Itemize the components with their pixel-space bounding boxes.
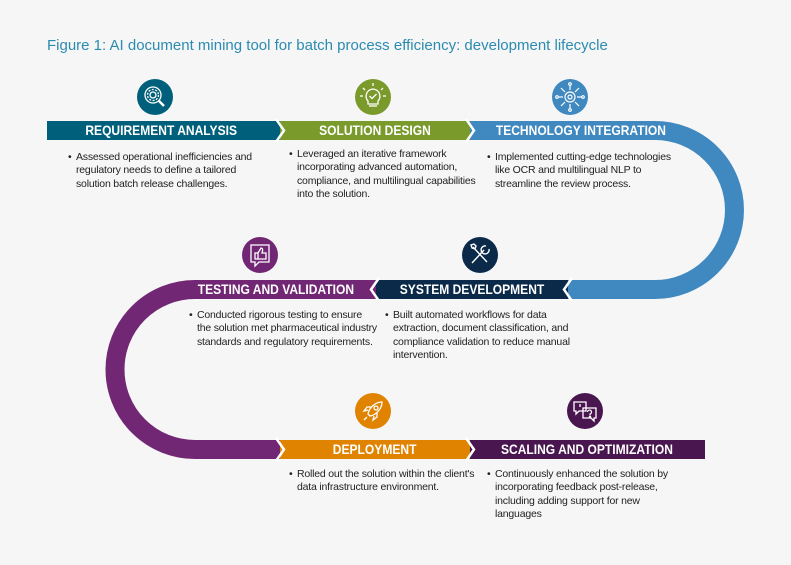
step-description: •Rolled out the solution within the clie… [289,468,475,494]
chevron-separator [369,277,381,302]
gear-search-icon [137,79,173,115]
step-header-technology-integration: TECHNOLOGY INTEGRATION [495,122,667,138]
chevron-separator [274,437,286,462]
step-header-solution-design: SOLUTION DESIGN [319,122,431,138]
segment-requirement [47,121,281,140]
chat-question-icon [567,393,603,429]
rocket-icon [355,393,391,429]
track-arc-right [654,121,744,299]
step-header-testing-validation: TESTING AND VALIDATION [197,281,355,297]
thumbs-up-icon [242,237,278,273]
step-header-system-development: SYSTEM DEVELOPMENT [399,281,545,297]
chevron-separator [464,118,476,143]
segment-scaling [470,440,705,459]
segment-testing [194,280,376,299]
segment-system [375,280,568,299]
segment-purple-return [194,440,281,459]
step-description: •Leveraged an iterative framework incorp… [289,148,476,201]
step-header-scaling-optimization: SCALING AND OPTIMIZATION [501,441,673,457]
step-description: •Implemented cutting-edge technologies l… [487,151,671,190]
wrench-screwdriver-icon [462,237,498,273]
network-gear-icon [552,79,588,115]
step-description: •Continuously enhanced the solution by i… [487,468,668,521]
step-header-requirement-analysis: REQUIREMENT ANALYSIS [85,122,238,138]
segment-blue-return [567,280,656,299]
step-description: •Built automated workflows for data extr… [385,309,570,362]
step-header-deployment: DEPLOYMENT [333,441,417,457]
lightbulb-check-icon [355,79,391,115]
segment-deployment [280,440,471,459]
chevron-separator [562,277,574,302]
step-description: •Assessed operational inefficiencies and… [68,151,252,190]
step-description: •Conducted rigorous testing to ensure th… [189,309,377,348]
chevron-separator [464,437,476,462]
figure-title: Figure 1: AI document mining tool for ba… [47,37,608,54]
segment-technology [470,121,656,140]
track-arc-left [105,280,196,459]
chevron-separator [274,118,286,143]
segment-solution [280,121,471,140]
